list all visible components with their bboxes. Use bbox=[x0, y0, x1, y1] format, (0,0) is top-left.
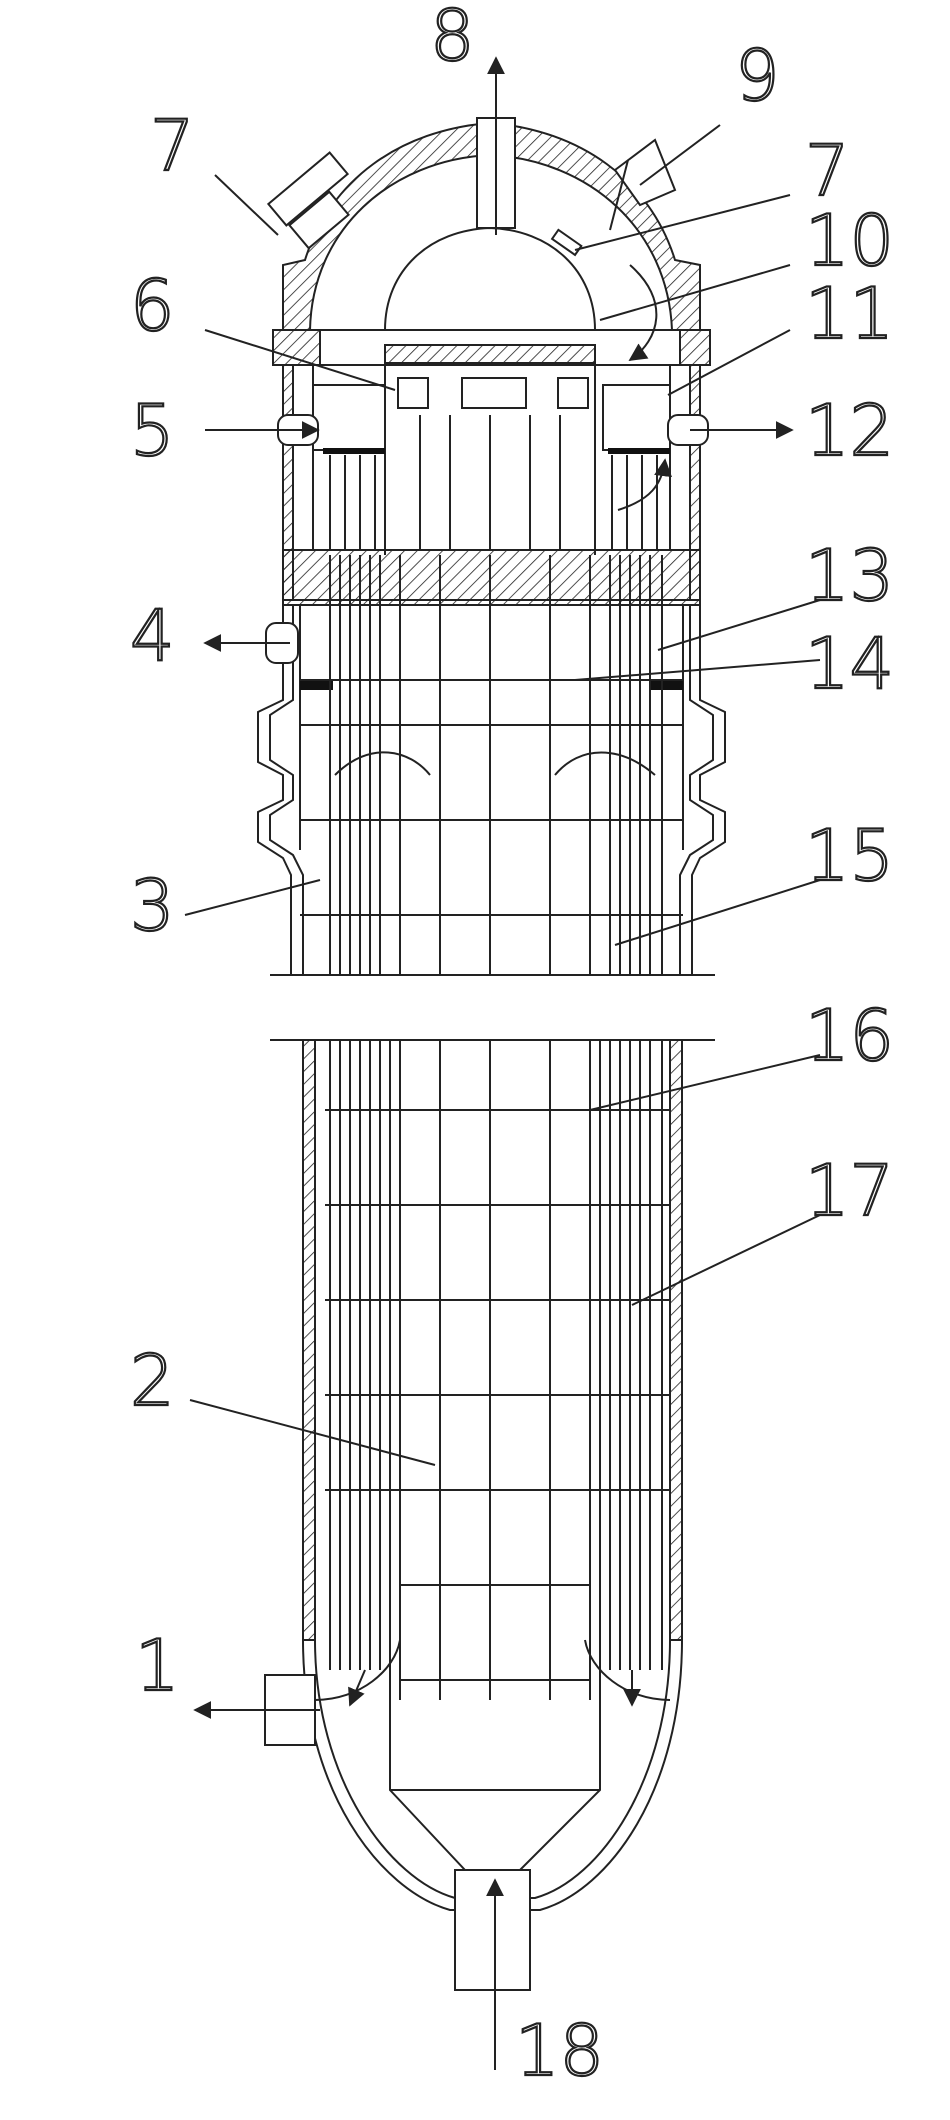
upper-shell bbox=[282, 364, 701, 601]
label-2: 2 bbox=[130, 1340, 175, 1422]
label-10: 10 bbox=[805, 200, 894, 282]
label-16: 16 bbox=[805, 995, 894, 1077]
plate-7 bbox=[550, 228, 583, 257]
label-11: 11 bbox=[805, 273, 894, 355]
label-17: 17 bbox=[805, 1150, 894, 1232]
label-1: 1 bbox=[135, 1625, 180, 1707]
label-8: 8 bbox=[430, 0, 475, 77]
manhole-7 bbox=[266, 151, 350, 250]
partition-box bbox=[384, 344, 596, 555]
label-13: 13 bbox=[805, 535, 894, 617]
tube-bundle-lower bbox=[325, 1040, 670, 1700]
leader-lines bbox=[184, 124, 821, 1466]
middle-shell bbox=[257, 605, 726, 975]
label-15: 15 bbox=[805, 815, 894, 897]
label-9: 9 bbox=[735, 35, 780, 117]
label-4: 4 bbox=[130, 595, 175, 677]
label-3: 3 bbox=[130, 865, 175, 947]
label-5: 5 bbox=[130, 390, 175, 472]
outlet-nozzle-12 bbox=[667, 414, 794, 446]
label-12: 12 bbox=[805, 390, 894, 472]
label-18: 18 bbox=[515, 2010, 604, 2092]
tube-sheet bbox=[282, 549, 701, 606]
tube-bundle-upper bbox=[329, 555, 663, 975]
label-6: 6 bbox=[130, 265, 175, 347]
nozzle-9 bbox=[609, 138, 677, 231]
label-7-right: 7 bbox=[805, 130, 850, 212]
label-14: 14 bbox=[805, 623, 894, 705]
outlet-nozzle-8 bbox=[476, 56, 516, 235]
inner-cone bbox=[389, 1040, 601, 1871]
outlet-nozzle-4 bbox=[203, 622, 299, 664]
inlet-nozzle-5 bbox=[205, 414, 320, 446]
label-7-left: 7 bbox=[150, 105, 195, 187]
inlet-nozzle-18 bbox=[454, 1869, 531, 2070]
labels: 7 8 9 7 10 11 6 5 12 13 14 4 15 3 16 17 … bbox=[129, 0, 895, 2093]
outlet-nozzle-1 bbox=[193, 1674, 320, 1746]
